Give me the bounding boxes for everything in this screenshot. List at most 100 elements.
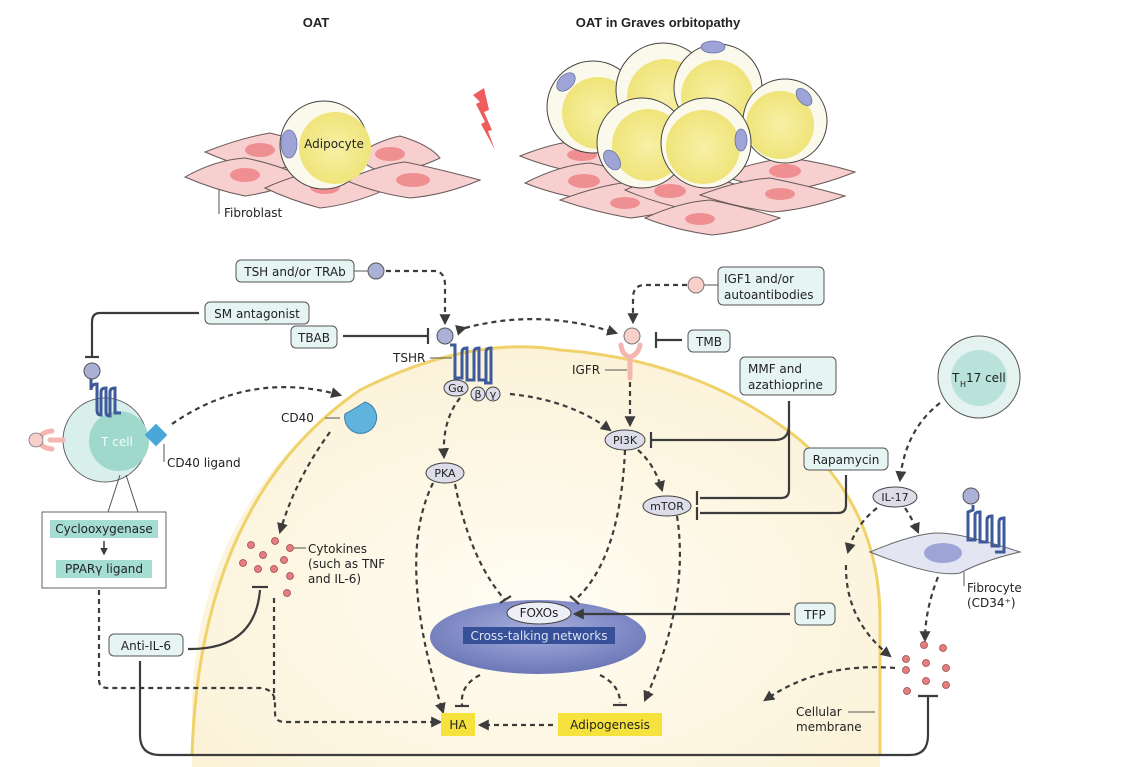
sm-antagonist-inhibit-line <box>90 311 199 357</box>
tshr-igfr-crosstalk-arrow <box>455 318 619 336</box>
foxos-block-bar-left <box>499 595 512 604</box>
cytokines-label-3: and IL-6) <box>308 572 361 586</box>
foxos-node <box>506 601 572 625</box>
rapamycin-inhibit-line <box>700 475 848 515</box>
cd40-to-cytokines-arrow <box>277 431 331 535</box>
network-to-adipogenesis-line <box>599 674 622 704</box>
igfr-label: IGFR <box>572 363 600 377</box>
tfp-label: TFP <box>803 608 825 622</box>
tmb-box <box>687 329 731 353</box>
mmf-label-1: MMF and <box>748 362 802 376</box>
pka-node <box>425 462 465 484</box>
g-gamma-label: γ <box>490 388 497 401</box>
cyclooxygenase-highlight <box>50 520 158 538</box>
ha-label: HA <box>449 718 467 732</box>
gprotein-to-pka-arrow <box>438 397 461 460</box>
fibroblast-label: Fibroblast <box>224 206 283 220</box>
lightning-icon <box>473 88 495 150</box>
ppar-highlight <box>56 560 152 578</box>
fibrocyte-nucleus <box>924 543 962 563</box>
pka-label: PKA <box>434 467 456 480</box>
igf1-label-1: IGF1 and/or <box>724 272 794 286</box>
g-alpha-node <box>443 379 469 397</box>
anti-il6-inhibit-line <box>187 589 262 651</box>
tsh-to-tshr-arrow <box>386 269 451 326</box>
tfp-box <box>794 602 836 626</box>
fibrocyte-label-2: (CD34⁺) <box>967 596 1016 610</box>
igf1-box <box>717 266 825 306</box>
th17-label-prefix: T <box>951 371 960 385</box>
gprotein-to-pi3k-arrow <box>509 392 612 432</box>
cd40-ligand-label: CD40 ligand <box>167 456 241 470</box>
mtor-node <box>642 495 692 517</box>
title-oat: OAT <box>303 15 330 30</box>
tshr-ligand-icon <box>436 327 454 345</box>
g-gamma-node <box>485 386 501 402</box>
tshr-label: TSHR <box>392 351 425 365</box>
mmf-label-2: azathioprine <box>748 378 823 392</box>
fibrocyte-ligand-icon <box>962 487 980 505</box>
cytokines-label-1: Cytokines <box>308 542 367 556</box>
pi3k-to-foxos-line <box>574 449 627 601</box>
anti-il6-label: Anti-IL-6 <box>121 639 171 653</box>
ha-box <box>441 713 475 736</box>
il17-to-fibrocyte-arrow <box>904 507 920 535</box>
igfr-receptor-icon <box>618 342 643 381</box>
mmf-to-pi3k-line <box>651 424 791 442</box>
ppar-to-ha-arrow <box>97 590 443 728</box>
t-cell-receptor <box>89 378 121 418</box>
anti-il6-box <box>108 633 184 657</box>
adipocyte: Adipocyte <box>279 100 371 190</box>
fibrocyte-receptor-icon <box>966 505 1006 554</box>
cellular-membrane <box>190 345 882 756</box>
il17-node <box>872 486 918 508</box>
rapamycin-box <box>803 447 889 471</box>
anti-il6-bottom-line <box>138 661 930 757</box>
cyclooxygenase-label: Cyclooxygenase <box>55 522 153 536</box>
mtor-to-adipogenesis-arrow <box>643 515 682 703</box>
igfr-ligand-icon <box>623 327 641 345</box>
g-beta-label: β <box>474 388 481 401</box>
igf1-label-2: autoantibodies <box>724 288 814 302</box>
cell-to-cytokines-arrow <box>844 564 892 658</box>
cd40-receptor-icon <box>344 401 378 434</box>
tsh-trab-label: TSH and/or TRAb <box>243 265 346 279</box>
network-to-ha-line <box>460 674 481 706</box>
fibrocyte-label-1: Fibrocyte <box>967 581 1022 595</box>
title-oat-graves: OAT in Graves orbitopathy <box>576 15 741 30</box>
tshr-receptor-icon <box>450 343 493 385</box>
cytokine-cluster-right <box>902 641 950 695</box>
th17-to-il17-arrow <box>895 402 941 483</box>
adipocyte-label: Adipocyte <box>304 137 364 151</box>
adipogenesis-box <box>558 713 662 736</box>
cytokines-label-2: (such as TNF <box>308 557 385 571</box>
foxos-label: FOXOs <box>520 606 559 620</box>
th17-label-sub: H <box>960 380 966 389</box>
mmf-box <box>739 356 837 396</box>
il17-to-cell-arrow <box>844 507 878 555</box>
adipogenesis-label: Adipogenesis <box>570 718 650 732</box>
t-cell-label: T cell <box>100 435 133 449</box>
pi3k-to-mtor-arrow <box>637 449 665 493</box>
cd40-label: CD40 <box>281 411 314 425</box>
foxos-block-bar-right <box>569 595 580 605</box>
callout-pointer <box>107 474 139 513</box>
membrane-label-1: Cellular <box>796 705 842 719</box>
membrane-label-2: membrane <box>796 720 862 734</box>
tbab-box <box>290 325 338 349</box>
pka-to-ha-arrow <box>415 482 446 715</box>
g-alpha-label: Gα <box>448 382 464 395</box>
network-label: Cross-talking networks <box>471 629 608 643</box>
igf1-to-igfr-arrow <box>627 283 687 325</box>
mtor-label: mTOR <box>650 500 684 513</box>
sm-antagonist-box <box>204 301 310 325</box>
cytokine-cluster-left <box>239 537 294 597</box>
normal-fibroblast-layer <box>183 132 482 209</box>
tcell-to-cd40-arrow <box>171 386 343 425</box>
ppar-ligand-label: PPARγ ligand <box>65 562 143 576</box>
g-beta-node <box>470 386 486 402</box>
t-cell-ligand-icon <box>83 362 101 380</box>
network-label-bg <box>463 627 615 644</box>
il17-label: IL-17 <box>881 491 908 504</box>
fibrocyte-to-cytokines-arrow <box>919 576 940 643</box>
